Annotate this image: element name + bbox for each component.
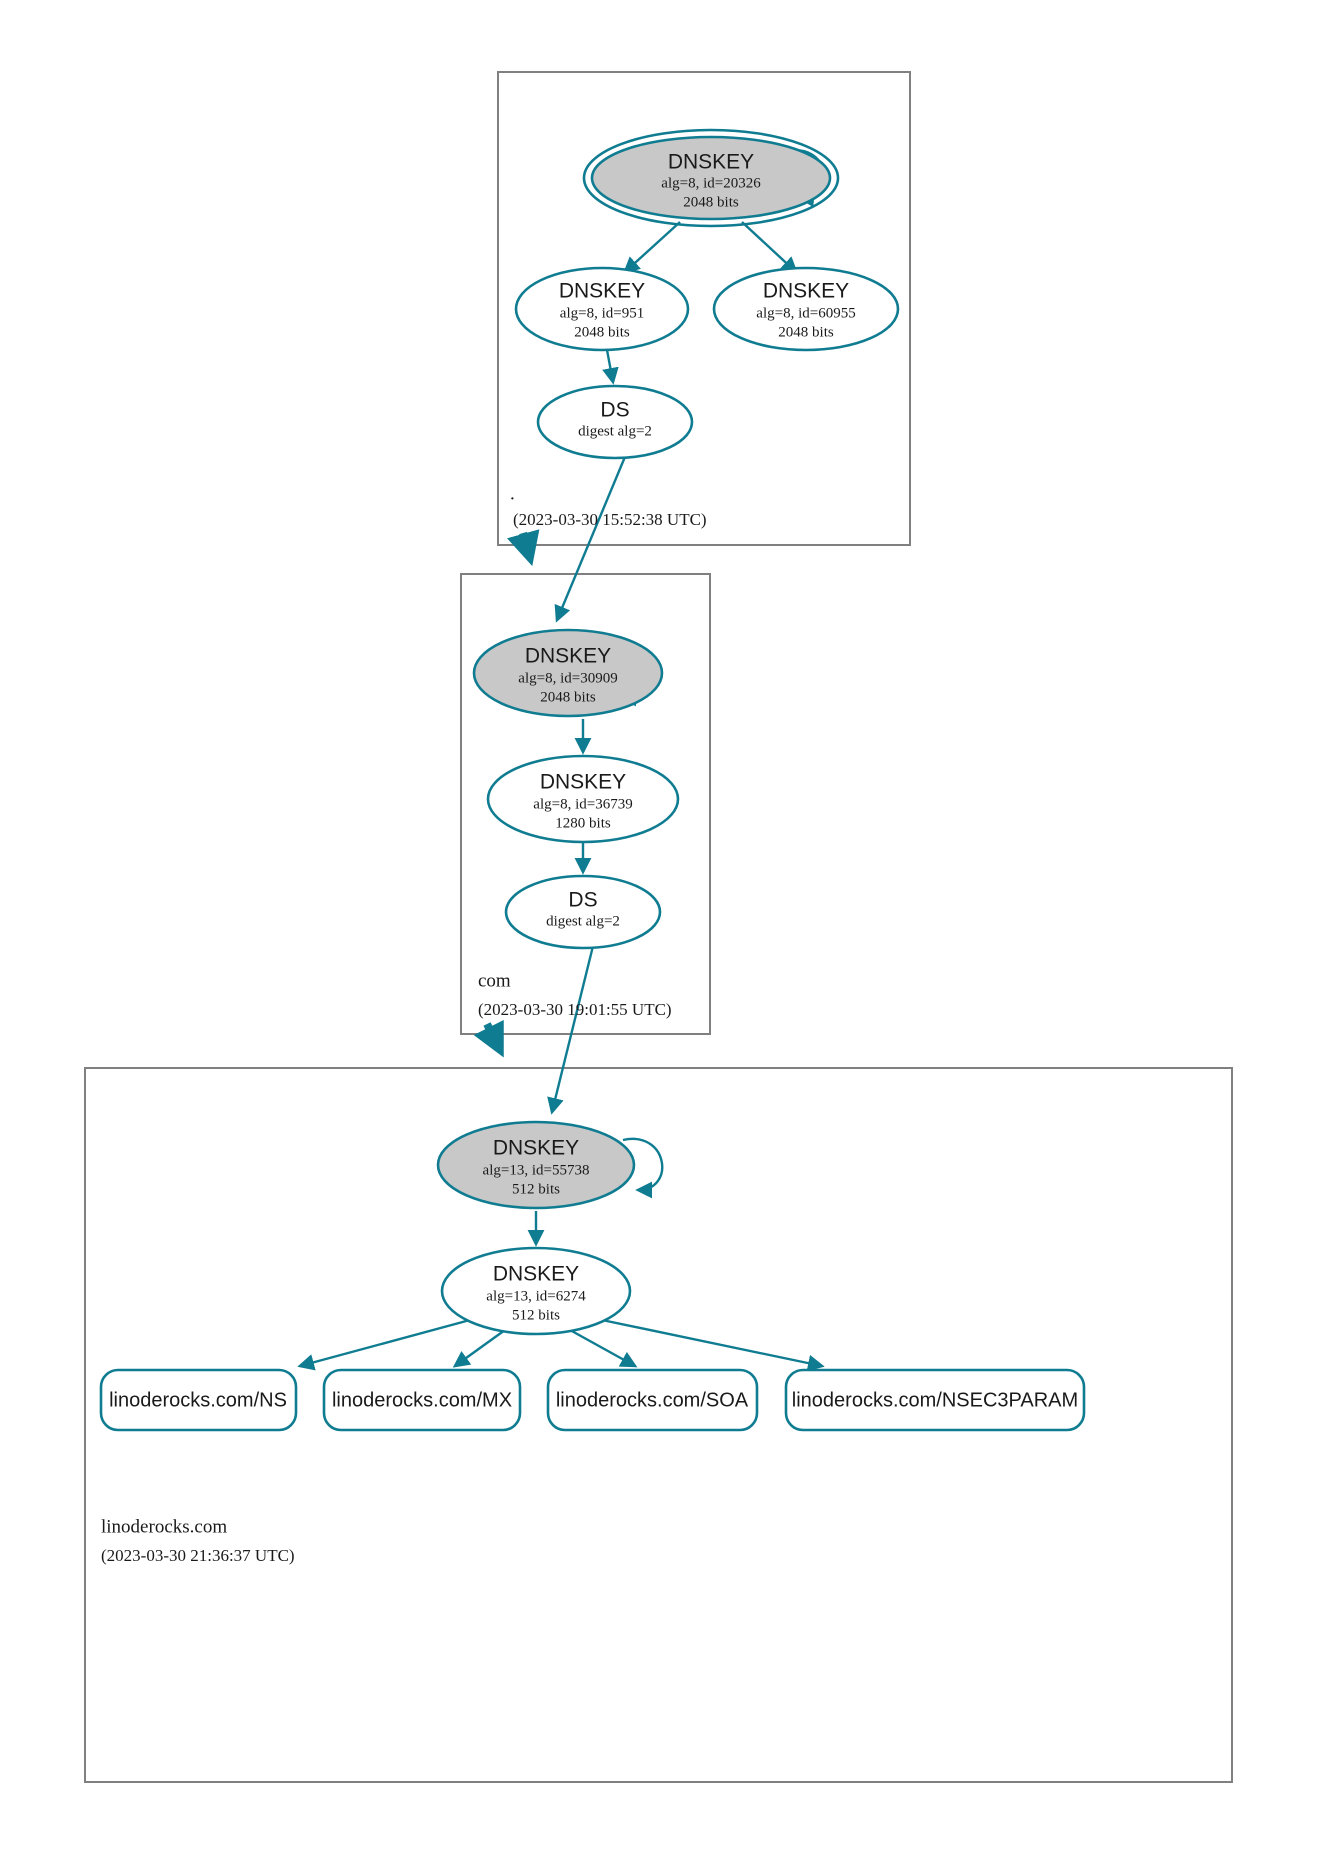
edge-self-sign-linoderocks-ksk xyxy=(622,1137,664,1199)
edge-zsk-to-nsec3param xyxy=(601,1318,825,1372)
rrset-soa[interactable] xyxy=(546,1368,759,1432)
trust-anchor-outline xyxy=(582,128,840,228)
node-root-ds-title: DS xyxy=(600,399,629,422)
node-linoderocks-zsk-title: DNSKEY xyxy=(493,1263,579,1286)
rrset-nsec3param[interactable] xyxy=(784,1368,1086,1432)
node-com-zsk-line2: 1280 bits xyxy=(555,815,611,831)
node-root-zsk-60955-line1: alg=8, id=60955 xyxy=(756,305,855,321)
edge-root-ksk-to-951 xyxy=(622,221,681,274)
node-linoderocks-ksk-line1: alg=13, id=55738 xyxy=(483,1162,590,1178)
node-root-ksk-line2: 2048 bits xyxy=(683,194,739,210)
node-com-zsk[interactable] xyxy=(486,754,680,844)
edge-root-ksk-to-60955 xyxy=(741,221,799,274)
zone-label-com: com xyxy=(478,970,511,991)
node-root-zsk-60955[interactable] xyxy=(712,266,900,352)
zone-label-root: . xyxy=(510,483,515,504)
node-linoderocks-ksk-line2: 512 bits xyxy=(512,1181,560,1197)
node-com-zsk-line1: alg=8, id=36739 xyxy=(533,796,632,812)
node-com-zsk-title: DNSKEY xyxy=(540,771,626,794)
node-root-ds-line1: digest alg=2 xyxy=(578,423,652,439)
rrset-mx[interactable] xyxy=(322,1368,522,1432)
node-linoderocks-ksk-title: DNSKEY xyxy=(493,1137,579,1160)
node-root-ksk[interactable] xyxy=(590,135,832,221)
zone-box-com xyxy=(460,573,711,1035)
edge-zsk-to-mx xyxy=(452,1329,506,1368)
node-com-ksk[interactable] xyxy=(472,628,664,718)
node-linoderocks-zsk-line2: 512 bits xyxy=(512,1307,560,1323)
node-com-ds[interactable] xyxy=(504,874,662,950)
node-root-zsk-60955-title: DNSKEY xyxy=(763,280,849,303)
node-root-zsk-951-line1: alg=8, id=951 xyxy=(560,305,644,321)
rrset-mx-label: linoderocks.com/MX xyxy=(332,1389,512,1411)
node-root-ds[interactable] xyxy=(536,384,694,460)
node-root-zsk-60955-line2: 2048 bits xyxy=(778,324,834,340)
zone-timestamp-com: (2023-03-30 19:01:55 UTC) xyxy=(478,1000,672,1019)
node-com-ds-title: DS xyxy=(568,889,597,912)
node-linoderocks-ksk[interactable] xyxy=(436,1120,636,1210)
zone-box-root xyxy=(497,71,911,546)
edge-delegation-root-to-com xyxy=(507,529,540,567)
zone-timestamp-linoderocks: (2023-03-30 21:36:37 UTC) xyxy=(101,1546,295,1565)
zone-timestamp-root: (2023-03-30 15:52:38 UTC) xyxy=(513,510,707,529)
edge-delegation-com-to-linoderocks xyxy=(473,1019,504,1058)
node-root-zsk-951[interactable] xyxy=(514,266,690,352)
zone-box-linoderocks xyxy=(84,1067,1233,1783)
edge-zsk-to-ns xyxy=(297,1318,471,1371)
node-com-ds-line1: digest alg=2 xyxy=(546,913,620,929)
node-root-ksk-title: DNSKEY xyxy=(668,151,754,174)
node-com-ksk-line2: 2048 bits xyxy=(540,689,596,705)
edge-zsk-to-soa xyxy=(569,1328,638,1368)
rrset-soa-label: linoderocks.com/SOA xyxy=(556,1389,749,1411)
node-root-zsk-951-line2: 2048 bits xyxy=(574,324,630,340)
edge-root-ds-to-com-ksk xyxy=(554,451,629,623)
node-com-ksk-title: DNSKEY xyxy=(525,645,611,668)
rrset-ns[interactable] xyxy=(99,1368,298,1432)
rrset-ns-label: linoderocks.com/NS xyxy=(109,1389,287,1411)
node-linoderocks-zsk-line1: alg=13, id=6274 xyxy=(486,1288,586,1304)
edge-com-ds-to-zone-ksk xyxy=(547,941,596,1115)
node-root-zsk-951-title: DNSKEY xyxy=(559,280,645,303)
node-com-ksk-line1: alg=8, id=30909 xyxy=(518,670,617,686)
edge-root-951-to-ds xyxy=(602,349,619,385)
zone-label-linoderocks: linoderocks.com xyxy=(101,1516,227,1537)
node-root-ksk-line1: alg=8, id=20326 xyxy=(661,175,761,191)
node-linoderocks-zsk[interactable] xyxy=(440,1246,632,1336)
rrset-nsec3param-label: linoderocks.com/NSEC3PARAM xyxy=(792,1389,1078,1411)
